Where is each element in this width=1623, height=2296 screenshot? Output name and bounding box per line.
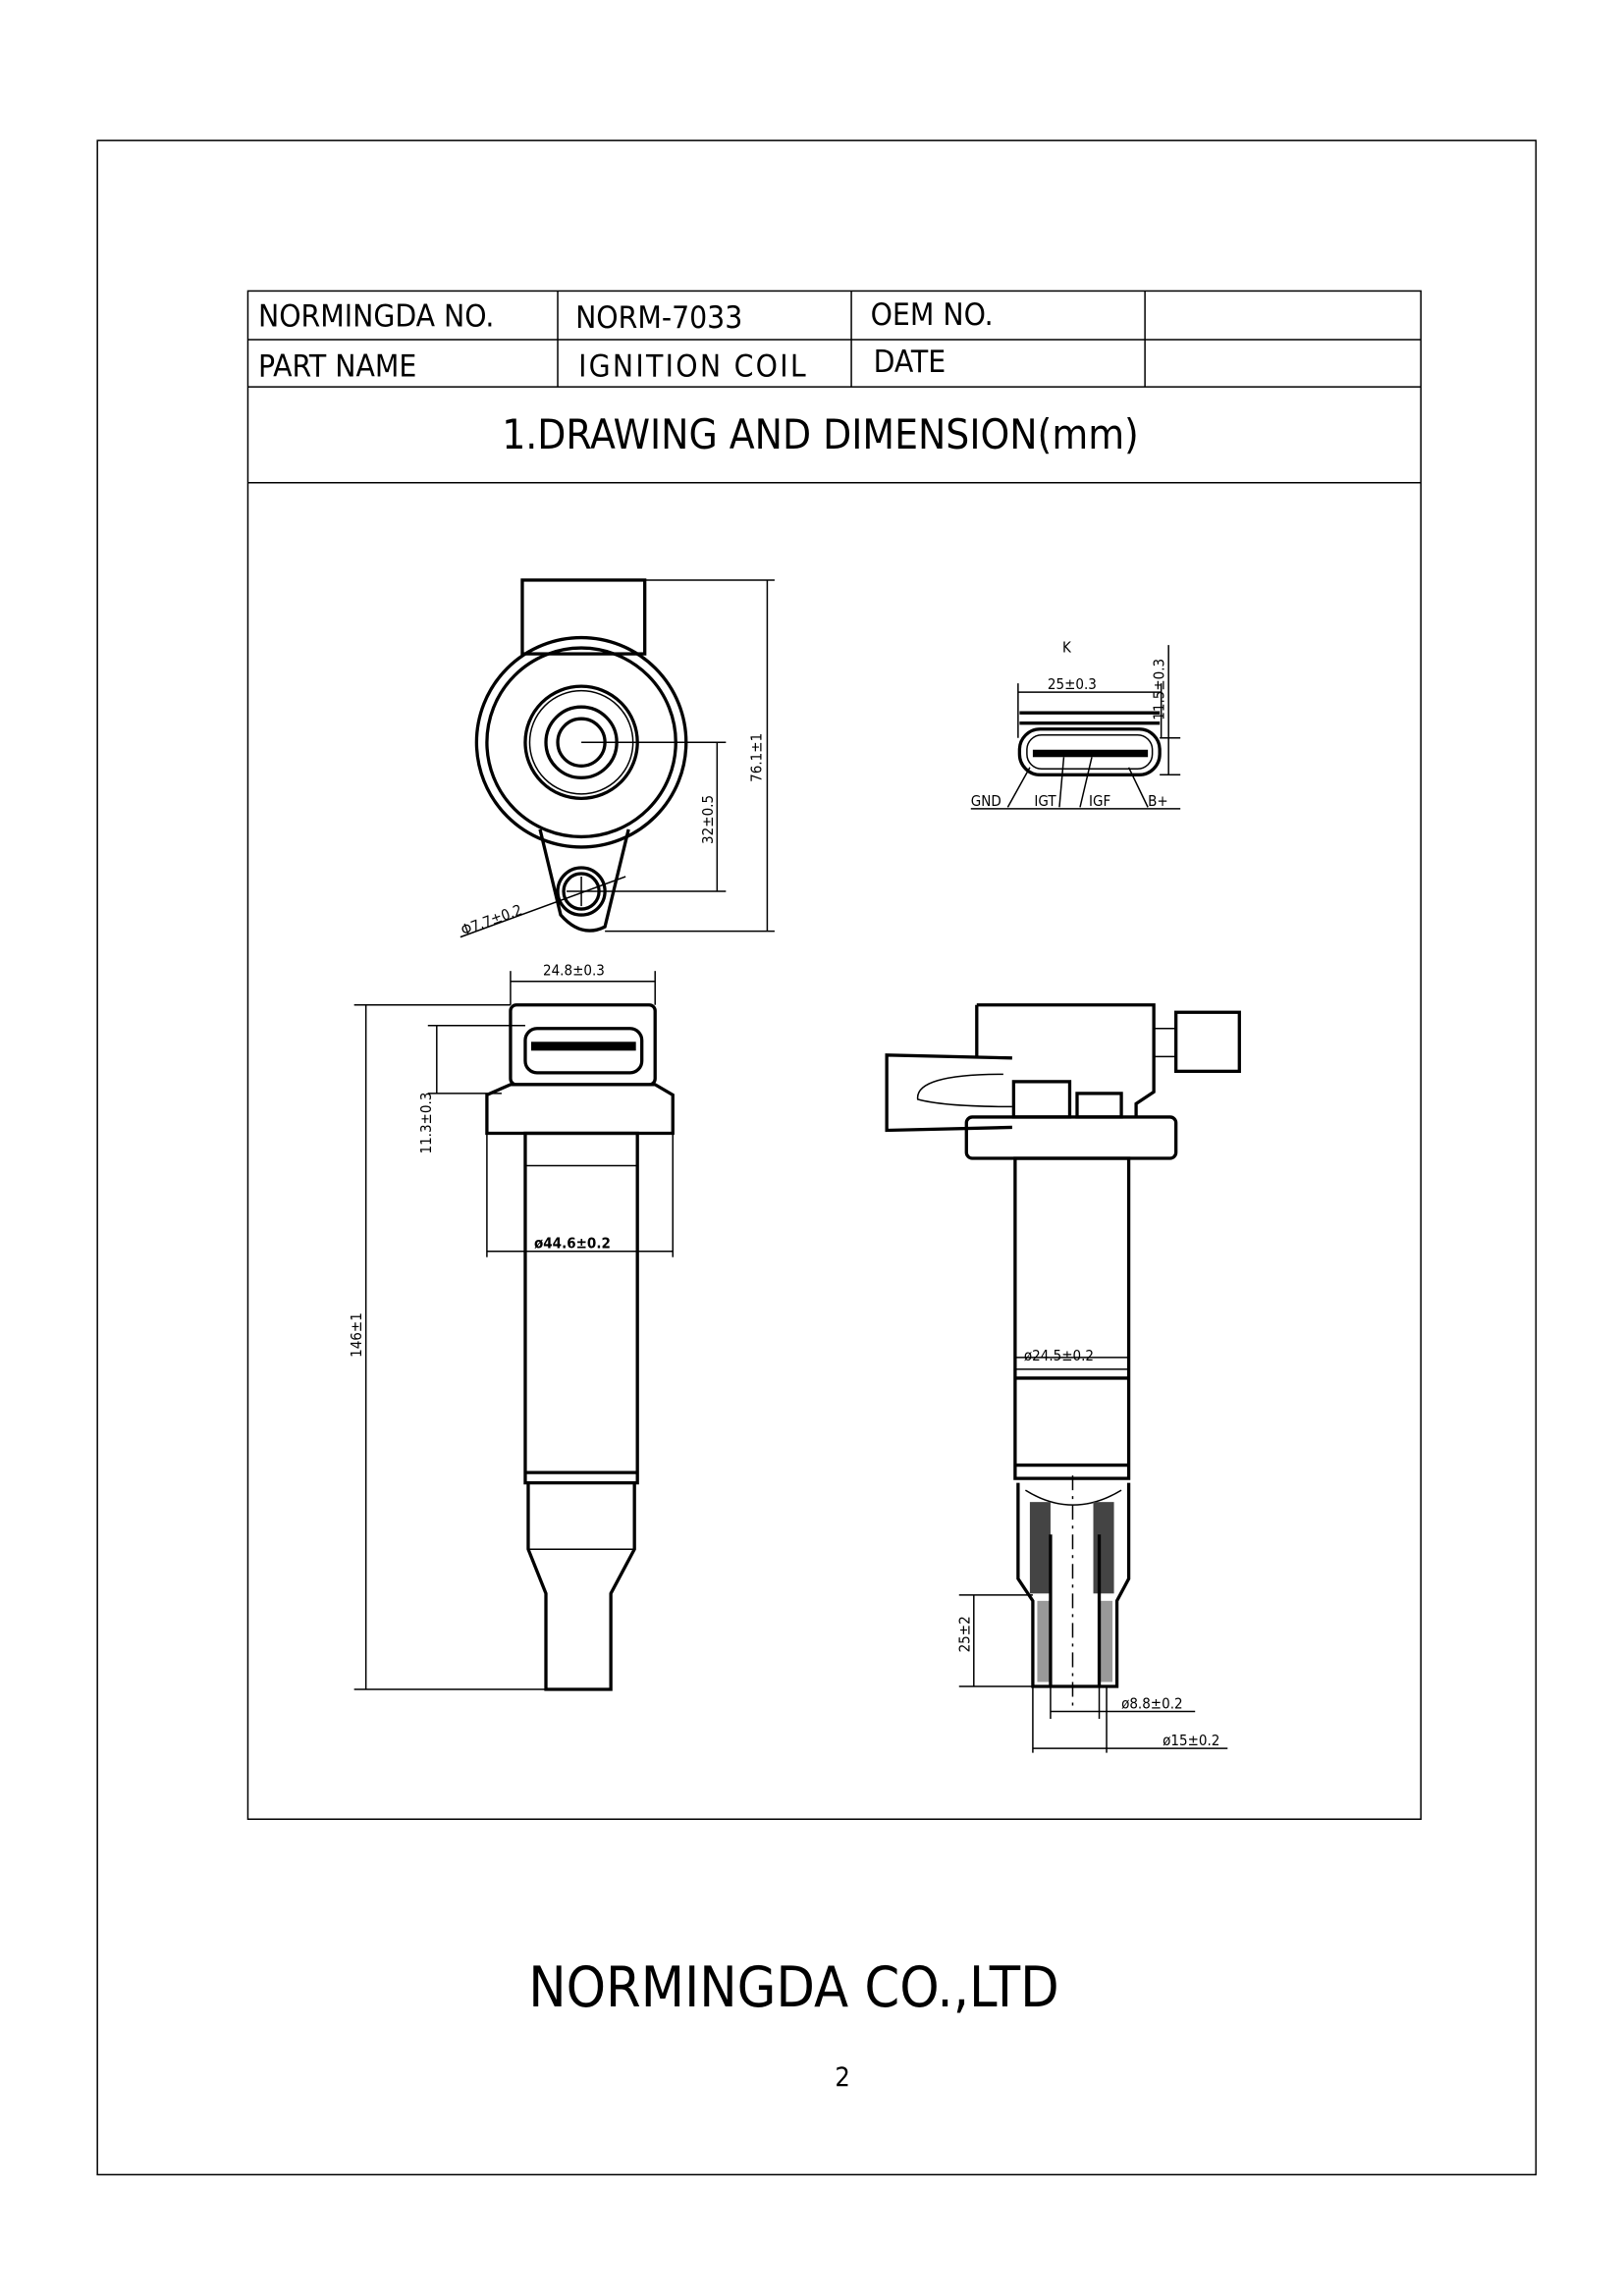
dim-flange-dia: ø44.6±0.2: [534, 1235, 611, 1253]
normingda-no-value: NORM-7033: [575, 300, 742, 336]
section-title: 1.DRAWING AND DIMENSION(mm): [502, 410, 1139, 458]
date-label: DATE: [874, 345, 947, 380]
page-border: [96, 139, 1538, 2176]
pin-bplus: B+: [1148, 792, 1168, 810]
dim-hole-offset: 32±0.5: [699, 795, 717, 844]
dim-connector-w: 24.8±0.3: [543, 962, 605, 980]
dim-connector-height: 11.5±0.3: [1151, 659, 1168, 721]
dim-body-dia: ø24.5±0.2: [1024, 1347, 1094, 1364]
oem-no-label: OEM NO.: [871, 297, 994, 333]
part-name-value: IGNITION COIL: [578, 349, 808, 385]
dim-hole-dia: Φ7.7±0.2: [459, 901, 524, 939]
part-name-label: PART NAME: [258, 349, 416, 385]
dim-connector-h: 11.3±0.3: [417, 1093, 435, 1154]
pin-gnd: GND: [971, 792, 1001, 810]
view-label-k: K: [1062, 639, 1072, 657]
pin-igf: IGF: [1089, 792, 1110, 810]
dim-height: 76.1±1: [747, 733, 765, 782]
top-view: 76.1±1 32±0.5 Φ7.7±0.2: [459, 578, 775, 939]
dim-boot-length: 25±2: [955, 1616, 973, 1652]
dim-connector-width: 25±0.3: [1048, 675, 1097, 693]
section-view: ø24.5±0.2 25±2 ø8.8±0.2 ø15±0.2: [885, 1003, 1241, 1753]
side-view: 146±1 11.3±0.3 24.8±0.3 ø44.6±0.2: [348, 962, 675, 1691]
page-number: 2: [835, 2062, 849, 2093]
pin-igt: IGT: [1034, 792, 1056, 810]
dim-inner-dia: ø8.8±0.2: [1121, 1695, 1183, 1713]
connector-view: K 25±0.3 11.5±0.3 GND IGT IGF B+: [970, 639, 1181, 810]
company-name: NORMINGDA CO.,LTD: [528, 1955, 1058, 2020]
dim-outer-dia: ø15±0.2: [1163, 1732, 1219, 1749]
title-block: NORMINGDA NO. NORM-7033 OEM NO. PART NAM…: [246, 290, 1422, 1820]
dim-length: 146±1: [348, 1312, 365, 1358]
normingda-no-label: NORMINGDA NO.: [258, 298, 494, 334]
